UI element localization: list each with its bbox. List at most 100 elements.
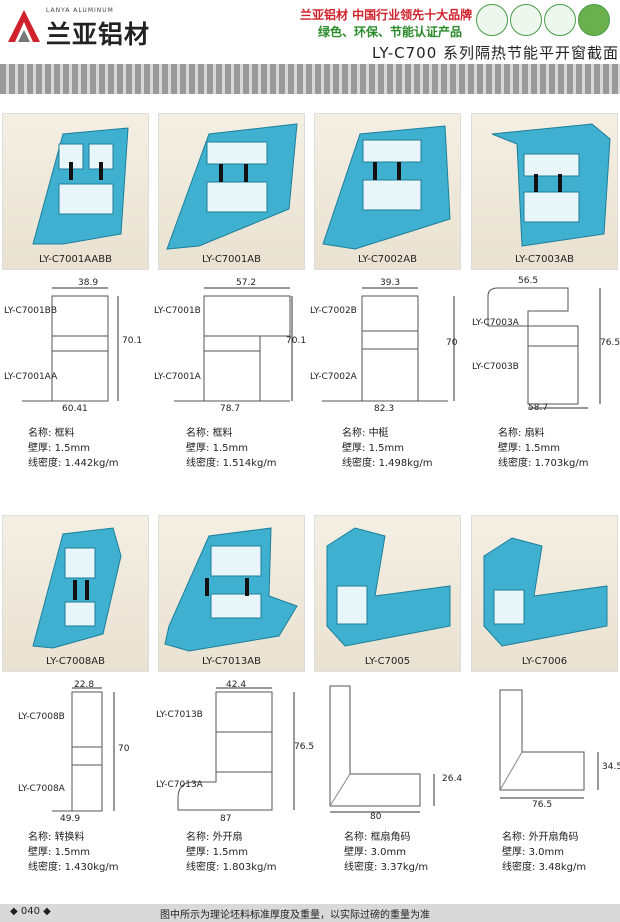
thickness-label: 壁厚:: [344, 847, 368, 858]
photo-label: LY-C7003AB: [515, 254, 574, 265]
dimension-top: 56.5: [518, 276, 539, 286]
profile-photo: LY-C7005: [314, 515, 461, 672]
certification-badge-icon: [578, 4, 610, 36]
profile-drawing: 22.8 70 49.9 LY-C7008B LY-C7008A: [2, 678, 152, 824]
thickness-label: 壁厚:: [498, 443, 522, 454]
density-label: 线密度:: [186, 458, 220, 469]
profile-thickness: 1.5mm: [212, 443, 248, 454]
photo-label: LY-C7005: [364, 656, 411, 667]
name-label: 名称:: [342, 428, 366, 439]
dimension-side: 70.1: [122, 336, 143, 346]
profile-thickness: 3.0mm: [370, 847, 406, 858]
profile-specs: 名称: 框料 壁厚: 1.5mm 线密度: 1.442kg/m: [28, 426, 118, 471]
profile-specs: 名称: 框料 壁厚: 1.5mm 线密度: 1.514kg/m: [186, 426, 276, 471]
dimension-top: 22.8: [74, 680, 95, 690]
name-label: 名称:: [502, 832, 526, 843]
profile-drawing: 34.5 76.5: [466, 678, 620, 813]
profile-code-bottom: LY-C7001A: [154, 372, 201, 382]
profile-drawing: 38.9 70.1 60.41 LY-C7001BB LY-C7001AA: [2, 276, 152, 414]
certification-badge-icon: [476, 4, 508, 36]
profile-code-bottom: LY-C7013A: [156, 780, 203, 790]
density-label: 线密度:: [28, 458, 62, 469]
thickness-label: 壁厚:: [28, 443, 52, 454]
profile-density: 1.703kg/m: [534, 458, 589, 469]
profile-code-top: LY-C7013B: [156, 710, 203, 720]
page-number: ◆ 040 ◆: [10, 906, 51, 917]
dimension-bottom: 87: [220, 814, 232, 824]
name-label: 名称:: [28, 832, 52, 843]
profile-code-bottom: LY-C7002A: [310, 372, 357, 382]
brand-logo-icon: [8, 10, 40, 42]
dimension-bottom: 78.7: [220, 404, 241, 414]
dimension-side: 76.5: [294, 742, 315, 752]
profile-drawing: 39.3 70 82.3 LY-C7002B LY-C7002A: [308, 276, 458, 414]
profile-density: 1.498kg/m: [378, 458, 433, 469]
dimension-bottom: 80: [370, 812, 382, 822]
profile-drawing: 56.5 76.59 58.7 LY-C7003A LY-C7003B: [468, 276, 620, 413]
dimension-side: 34.5: [602, 762, 620, 772]
profile-name: 转换料: [54, 832, 85, 843]
density-label: 线密度:: [186, 862, 220, 873]
profile-code-bottom: LY-C7008A: [18, 784, 65, 794]
profile-name: 扇料: [524, 428, 545, 439]
profile-photo: LY-C7001AB: [158, 113, 305, 270]
dimension-top: 38.9: [78, 278, 99, 288]
profile-thickness: 1.5mm: [54, 443, 90, 454]
footer-note: 图中所示为理论坯料标准厚度及重量，以实际过磅的重量为准: [160, 910, 430, 921]
dimension-bottom: 58.7: [528, 403, 549, 413]
profile-thickness: 1.5mm: [212, 847, 248, 858]
dimension-top: 42.4: [226, 680, 247, 690]
density-label: 线密度:: [502, 862, 536, 873]
profile-specs: 名称: 转换料 壁厚: 1.5mm 线密度: 1.430kg/m: [28, 830, 118, 875]
profile-drawing: 57.2 70.1 78.7 LY-C7001B LY-C7001A: [154, 276, 307, 414]
dimension-bottom: 82.3: [374, 404, 395, 414]
name-label: 名称:: [186, 428, 210, 439]
dimension-bottom: 49.9: [60, 814, 81, 824]
decorative-stripe: [0, 64, 620, 94]
density-label: 线密度:: [344, 862, 378, 873]
profile-name: 框料: [54, 428, 75, 439]
photo-label: LY-C7006: [521, 656, 568, 667]
profile-density: 3.37kg/m: [380, 862, 429, 873]
profile-specs: 名称: 框扇角码 壁厚: 3.0mm 线密度: 3.37kg/m: [344, 830, 428, 875]
photo-label: LY-C7001AABB: [39, 254, 112, 265]
thickness-label: 壁厚:: [186, 443, 210, 454]
profile-code-bottom: LY-C7003B: [472, 362, 519, 372]
profile-thickness: 1.5mm: [54, 847, 90, 858]
profile-specs: 名称: 中梃 壁厚: 1.5mm 线密度: 1.498kg/m: [342, 426, 432, 471]
thickness-label: 壁厚:: [186, 847, 210, 858]
profile-photo: LY-C7006: [471, 515, 618, 672]
profile-name: 框料: [212, 428, 233, 439]
profile-code-top: LY-C7002B: [310, 306, 357, 316]
name-label: 名称:: [186, 832, 210, 843]
profile-specs: 名称: 外开扇 壁厚: 1.5mm 线密度: 1.803kg/m: [186, 830, 276, 875]
page-footer: [0, 904, 620, 922]
thickness-label: 壁厚:: [502, 847, 526, 858]
brand-name-cn: 兰亚铝材: [46, 20, 151, 49]
name-label: 名称:: [498, 428, 522, 439]
dimension-side: 76.59: [600, 338, 620, 348]
brand-name-en: LANYA ALUMINUM: [46, 7, 114, 14]
profile-name: 框扇角码: [370, 832, 411, 843]
dimension-side: 70.1: [286, 336, 307, 346]
photo-label: LY-C7001AB: [202, 254, 261, 265]
dimension-side: 26.4: [442, 774, 463, 784]
profile-code-top: LY-C7003A: [472, 318, 519, 328]
profile-name: 中梃: [368, 428, 389, 439]
profile-code-bottom: LY-C7001AA: [4, 372, 58, 382]
dimension-bottom: 76.5: [532, 800, 553, 810]
profile-name: 外开扇: [212, 832, 243, 843]
dimension-side: 70: [118, 744, 130, 754]
profile-density: 1.514kg/m: [222, 458, 277, 469]
profile-name: 外开扇角码: [528, 832, 579, 843]
photo-label: LY-C7008AB: [46, 656, 105, 667]
thickness-label: 壁厚:: [28, 847, 52, 858]
name-label: 名称:: [28, 428, 52, 439]
density-label: 线密度:: [28, 862, 62, 873]
profile-code-top: LY-C7008B: [18, 712, 65, 722]
certification-badge-icon: [510, 4, 542, 36]
profile-thickness: 3.0mm: [528, 847, 564, 858]
photo-label: LY-C7013AB: [202, 656, 261, 667]
density-label: 线密度:: [498, 458, 532, 469]
profile-photo: LY-C7001AABB: [2, 113, 149, 270]
